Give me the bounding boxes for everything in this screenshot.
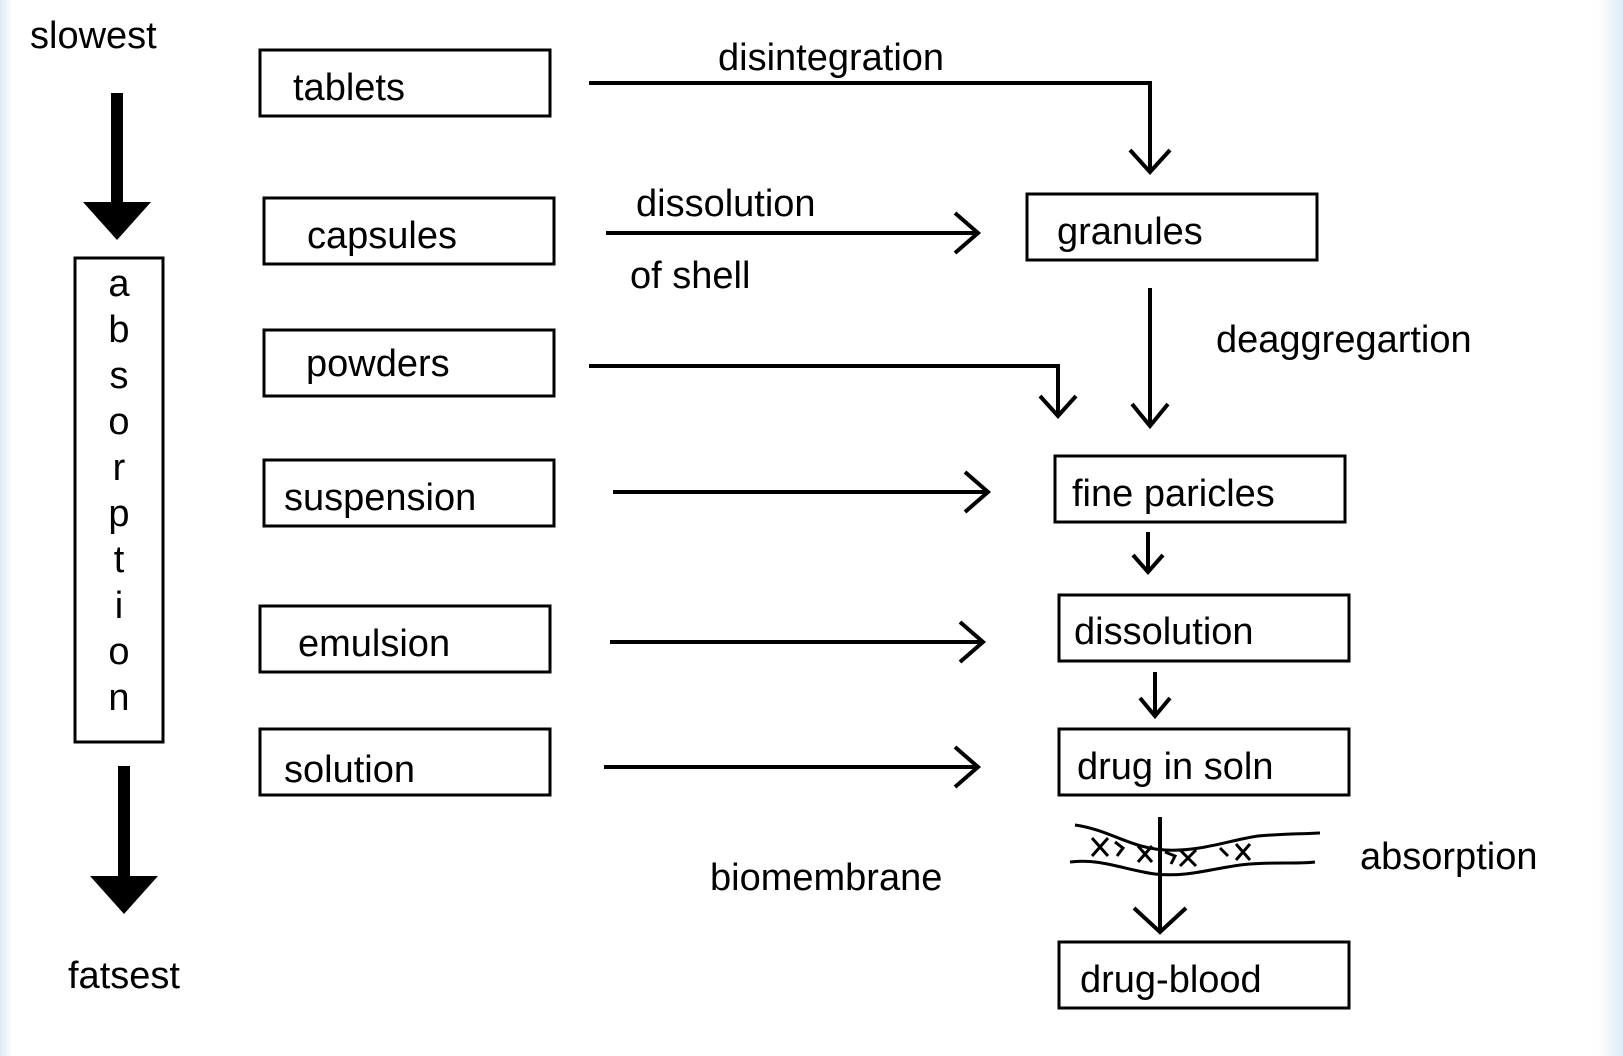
granules-label: granules	[1057, 211, 1203, 253]
absorption-vertical-letter: t	[114, 539, 125, 581]
suspension-to-fine-particles-arrowhead	[963, 470, 992, 514]
powders-to-fine-particles-arrowhead	[1038, 394, 1078, 419]
granules-to-fine-particles-arrowhead	[1130, 402, 1170, 430]
capsules-box	[262, 196, 556, 266]
absorption-vertical-letter: b	[108, 309, 129, 351]
suspension-label: suspension	[284, 477, 476, 519]
dissolution-box	[1057, 593, 1351, 663]
absorption-vertical-letter: o	[108, 631, 129, 673]
absorption-vertical-letter: r	[113, 447, 126, 489]
biomembrane-label: biomembrane	[710, 857, 942, 899]
solution-box	[258, 727, 552, 797]
fastest-label: fatsest	[68, 955, 180, 997]
absorption-vertical-letter: n	[108, 677, 129, 719]
absorption-vertical-box	[73, 256, 165, 744]
dissolution-of-shell-label-line1: dissolution	[636, 183, 816, 225]
slow-arrow-head	[83, 202, 151, 240]
dissolution-to-drug-in-soln-arrowhead	[1138, 696, 1172, 720]
capsules-label: capsules	[307, 215, 457, 257]
capsules-to-granules-arrowhead	[953, 211, 982, 255]
disintegration-label: disintegration	[718, 37, 944, 79]
absorption-vertical-letter: p	[108, 493, 129, 535]
absorption-vertical-letter: i	[115, 585, 123, 627]
drug-in-soln-label: drug in soln	[1077, 746, 1273, 788]
fine-particles-box	[1053, 454, 1347, 524]
deaggregation-label: deaggregartion	[1216, 319, 1472, 361]
tablets-to-granules-arrowhead	[1128, 148, 1172, 175]
drug-blood-label: drug-blood	[1080, 959, 1262, 1001]
absorption-vertical-letter: s	[110, 355, 129, 397]
fine-particles-to-dissolution-arrowhead	[1131, 553, 1165, 576]
absorption-vertical-letters: absorption	[108, 263, 130, 719]
emulsion-box	[258, 604, 552, 674]
dissolution-label: dissolution	[1074, 611, 1254, 653]
tablets-label: tablets	[293, 67, 405, 109]
absorption-label: absorption	[1360, 836, 1537, 878]
emulsion-label: emulsion	[298, 623, 450, 665]
drug-in-soln-box	[1057, 727, 1351, 797]
fine-particles-label: fine paricles	[1072, 473, 1275, 515]
powders-to-fine-particles-connector	[589, 364, 1060, 414]
tablets-box	[258, 48, 552, 118]
dissolution-of-shell-label-line2: of shell	[630, 255, 750, 297]
slowest-label: slowest	[30, 15, 157, 57]
biomembrane-sketch	[1069, 823, 1321, 877]
powders-box	[262, 328, 556, 398]
solution-label: solution	[284, 749, 415, 791]
granules-box	[1025, 192, 1319, 262]
drug-blood-box	[1057, 940, 1351, 1010]
absorption-vertical-letter: o	[108, 401, 129, 443]
powders-label: powders	[306, 343, 450, 385]
absorption-vertical-letter: a	[108, 263, 130, 305]
fast-arrow-head	[90, 876, 158, 914]
membrane-to-drug-blood-arrowhead	[1132, 906, 1188, 935]
suspension-box	[262, 458, 556, 528]
solution-to-drug-in-soln-arrowhead	[953, 745, 982, 789]
emulsion-to-dissolution-arrowhead	[958, 620, 987, 664]
tablets-to-granules-connector	[589, 81, 1152, 170]
